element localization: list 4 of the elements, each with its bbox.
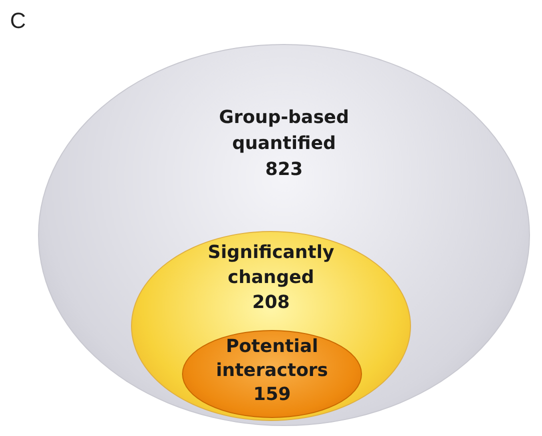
set-label: Significantly changed 208 xyxy=(208,241,334,315)
panel-letter: C xyxy=(10,8,26,34)
set-label: Group-based quantified 823 xyxy=(218,106,350,182)
set-label: Potential interactors 159 xyxy=(216,335,328,407)
